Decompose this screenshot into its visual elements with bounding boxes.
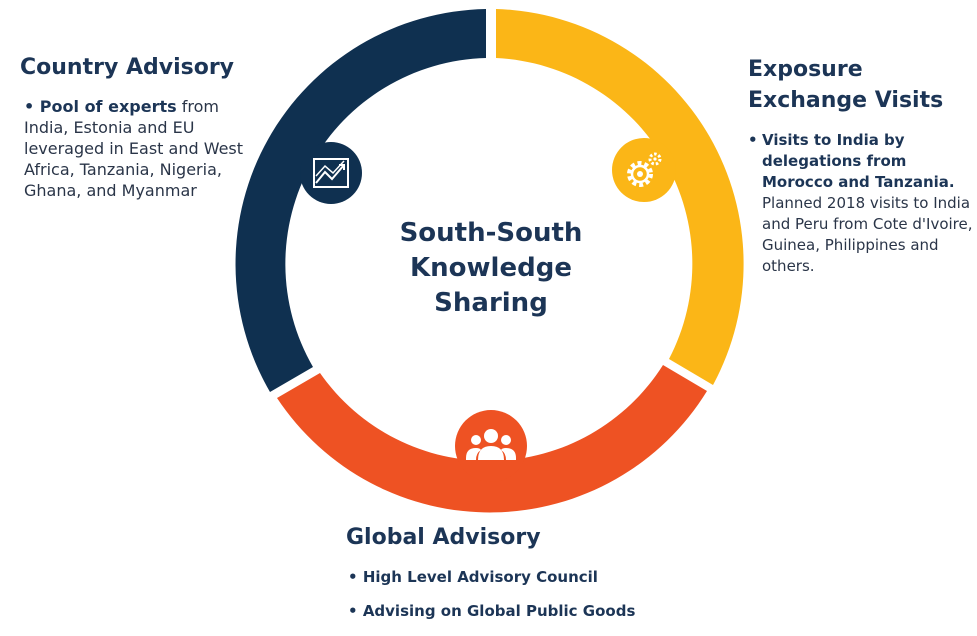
- global-advisory-heading: Global Advisory: [346, 525, 541, 550]
- trend-chart-icon: [300, 142, 362, 204]
- global-advisory-list: • High Level Advisory Council • Advising…: [346, 568, 766, 620]
- people-group-icon: [455, 410, 527, 482]
- center-title-line: South-South: [399, 218, 583, 248]
- exposure-rest: Planned 2018 visits to India and Peru fr…: [762, 194, 973, 275]
- country-advisory-text: • Pool of experts from India, Estonia an…: [24, 97, 244, 200]
- exposure-block: Exposure Exchange Visits • Visits to Ind…: [748, 54, 974, 277]
- center-title-line: Sharing: [434, 288, 548, 318]
- list-item: • High Level Advisory Council: [348, 568, 598, 586]
- exposure-heading-line: Exposure: [748, 57, 863, 82]
- exposure-visits-segment: [496, 9, 744, 385]
- country-advisory-segment: [235, 9, 486, 392]
- global-advisory-segment: [277, 365, 707, 513]
- exposure-heading: Exposure Exchange Visits: [748, 54, 974, 116]
- exposure-text: • Visits to India by delegations from Mo…: [748, 131, 973, 275]
- exposure-heading-line: Exchange Visits: [748, 88, 944, 113]
- global-advisory-block: Global Advisory • High Level Advisory Co…: [346, 524, 766, 636]
- gears-icon: [612, 138, 676, 202]
- country-advisory-bold: Pool of experts: [39, 97, 177, 116]
- center-title-line: Knowledge: [410, 253, 572, 283]
- country-advisory-rest: from India, Estonia and EU leveraged in …: [24, 97, 244, 200]
- country-advisory-block: Country Advisory • Pool of experts from …: [20, 54, 260, 201]
- list-item: • Advising on Global Public Goods: [348, 602, 636, 620]
- country-advisory-heading: Country Advisory: [20, 55, 235, 80]
- exposure-bold: Visits to India by delegations from Moro…: [762, 131, 955, 191]
- center-title: South-South Knowledge Sharing: [378, 216, 604, 321]
